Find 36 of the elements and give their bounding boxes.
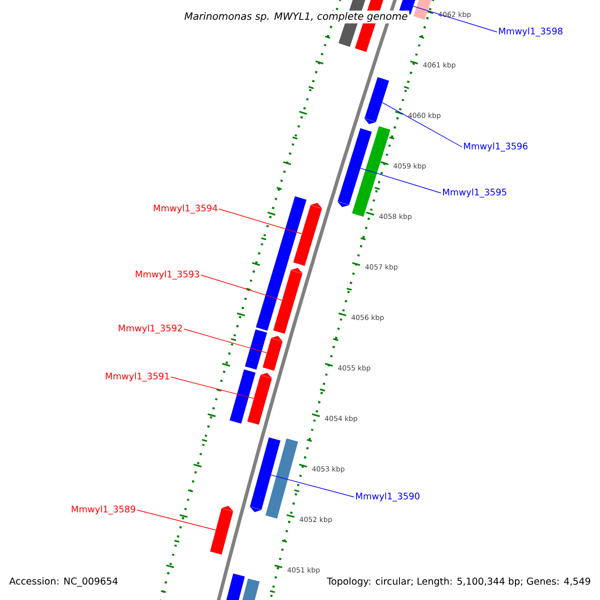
gene-feature [413,0,432,20]
gene-feature [262,336,283,371]
gene-feature [250,437,280,512]
gene-feature [230,369,256,424]
leader-line [218,208,302,234]
leader-line [382,102,462,148]
gene-label: Mmwyl1_3591 [106,372,169,382]
gene-label: Mmwyl1_3590 [356,492,420,502]
gene-feature [256,196,306,331]
gene-feature [244,329,268,370]
gene-feature [240,578,260,600]
genome-info-text: Topology: circular; Length: 5,100,344 bp; Genes: 4,549 [326,576,592,588]
gene-label: Mmwyl1_3589 [72,506,136,514]
gene-label: Mmwyl1_3596 [464,142,528,152]
accession-text: Accession: NC_009654 [8,576,120,588]
gene-label: Mmwyl1_3594 [154,204,218,214]
gene-feature [224,573,245,600]
leader-line [200,274,282,301]
gene-feature [266,438,298,519]
gene-feature [364,77,390,124]
leader-line [136,510,216,530]
gene-label: Mmwyl1_3598 [499,28,562,36]
leader-line [413,6,498,32]
gene-feature [337,128,372,208]
gene-feature [210,506,234,555]
gene-label: Mmwyl1_3592 [118,324,182,334]
gene-label: Mmwyl1_3593 [136,270,200,280]
leader-line [170,376,254,399]
gene-feature [273,268,303,334]
leader-line [270,474,354,498]
leader-line [184,328,267,354]
gene-feature [293,202,322,266]
gene-label: Mmwyl1_3595 [443,188,506,198]
leader-line [360,168,442,194]
gene-feature [247,372,272,425]
title: Marinomonas sp. MWYL1, complete genome [182,10,410,24]
